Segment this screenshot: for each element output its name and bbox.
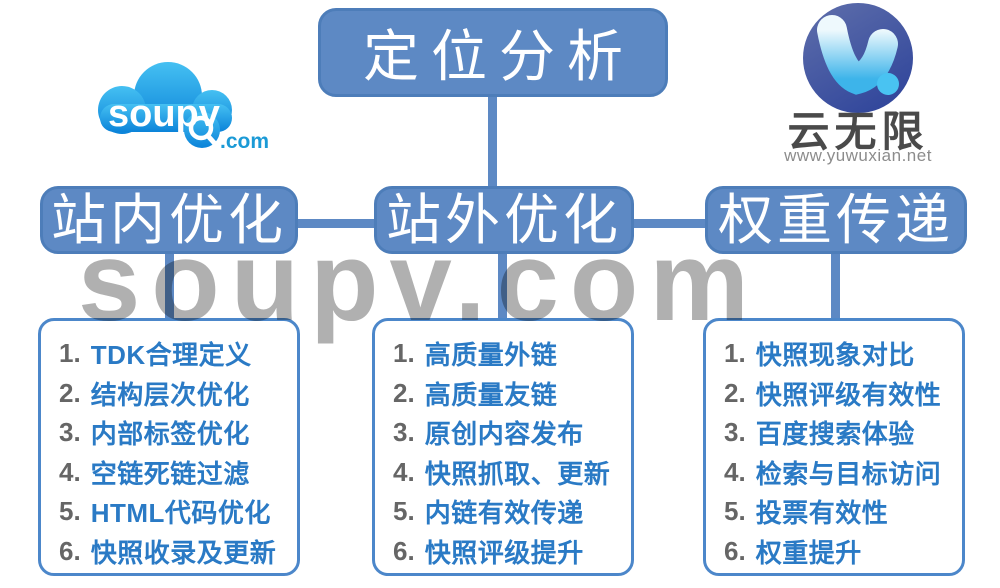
branch-node-onsite-optimization: 站内优化 [40,186,298,254]
branch-node-label: 权重传递 [717,189,954,251]
item-number: 4. [393,456,415,487]
magnifier-icon [188,115,220,149]
soupv-logo-tld: .com [220,130,269,153]
list-item: 2. 快照评级有效性 [724,374,956,414]
item-text: HTML代码优化 [90,498,271,529]
item-number: 3. [393,417,415,448]
item-text: 百度搜索体验 [755,419,915,450]
list-box-weight-transfer: 1. 快照现象对比 2. 快照评级有效性 3. 百度搜索体验 4. 检索与目标访问 5.… [703,318,965,576]
item-number: 1. [393,338,415,369]
list-item: 2. 高质量友链 [393,374,625,414]
list-item: 3. 内部标签优化 [59,413,291,453]
item-text: 高质量外链 [424,340,558,371]
item-text: 高质量友链 [424,379,558,410]
root-node-label: 定位分析 [363,25,635,88]
connector-branch2-branch3 [632,219,707,228]
item-text: 快照收录及更新 [90,537,277,568]
list-item: 1. 快照现象对比 [724,334,956,374]
list-box-onsite-optimization: 1. TDK合理定义 2. 结构层次优化 3. 内部标签优化 4. 空链死链过滤 5. H… [38,318,300,576]
connector-branch1-branch2 [296,219,376,228]
item-text: 权重提升 [755,537,862,568]
item-text: 内部标签优化 [90,419,250,450]
list-item: 3. 原创内容发布 [393,413,625,453]
list-item: 6. 快照收录及更新 [59,532,291,572]
yuwuxian-badge-icon [803,3,913,113]
list-item: 6. 权重提升 [724,532,956,572]
item-number: 5. [724,496,746,527]
branch-node-weight-transfer: 权重传递 [705,186,967,254]
item-number: 3. [59,417,81,448]
list-item: 1. 高质量外链 [393,334,625,374]
item-list: 1. TDK合理定义 2. 结构层次优化 3. 内部标签优化 4. 空链死链过滤 5. H… [41,321,297,579]
yuwuxian-logo-title: 云无限 [787,108,929,155]
item-number: 5. [393,496,415,527]
list-box-offsite-optimization: 1. 高质量外链 2. 高质量友链 3. 原创内容发布 4. 快照抓取、更新 5. 内链有… [372,318,634,576]
item-number: 4. [724,456,746,487]
item-text: 原创内容发布 [424,419,584,450]
item-text: 结构层次优化 [90,379,250,410]
list-item: 4. 快照抓取、更新 [393,453,625,493]
yuwuxian-logo: 云无限 www.yuwuxian.net [758,0,993,170]
item-text: 快照抓取、更新 [424,458,611,489]
connector-branch1-list [165,252,174,320]
item-number: 2. [724,377,746,408]
root-node-positioning-analysis: 定位分析 [318,8,668,97]
item-text: TDK合理定义 [90,340,252,371]
yuwuxian-logo-url: www.yuwuxian.net [784,146,932,165]
branch-node-label: 站内优化 [50,189,287,251]
item-number: 3. [724,417,746,448]
item-text: 内链有效传递 [424,498,584,529]
item-number: 6. [393,535,415,566]
item-list: 1. 高质量外链 2. 高质量友链 3. 原创内容发布 4. 快照抓取、更新 5. 内链有… [375,321,631,579]
item-number: 2. [59,377,81,408]
list-item: 2. 结构层次优化 [59,374,291,414]
item-text: 检索与目标访问 [755,458,942,489]
item-text: 投票有效性 [755,498,889,529]
item-number: 4. [59,456,81,487]
item-text: 空链死链过滤 [90,458,250,489]
item-text: 快照评级提升 [424,537,584,568]
list-item: 4. 检索与目标访问 [724,453,956,493]
soupv-cloud-icon: soupv .com [98,62,269,153]
list-item: 3. 百度搜索体验 [724,413,956,453]
list-item: 6. 快照评级提升 [393,532,625,572]
connector-branch3-list [831,252,840,320]
soupv-logo-text: soupv [108,93,220,135]
item-number: 2. [393,377,415,408]
connector-branch2-list [498,252,507,320]
list-item: 5. 投票有效性 [724,492,956,532]
item-number: 6. [724,535,746,566]
item-number: 6. [59,535,81,566]
item-number: 5. [59,496,81,527]
item-number: 1. [724,338,746,369]
list-item: 1. TDK合理定义 [59,334,291,374]
item-list: 1. 快照现象对比 2. 快照评级有效性 3. 百度搜索体验 4. 检索与目标访问 5.… [706,321,962,579]
list-item: 5. HTML代码优化 [59,492,291,532]
item-number: 1. [59,338,81,369]
branch-node-label: 站外优化 [385,189,622,251]
branch-node-offsite-optimization: 站外优化 [374,186,634,254]
connector-root-vertical [488,95,497,192]
list-item: 5. 内链有效传递 [393,492,625,532]
soupv-logo: soupv .com [80,58,270,153]
item-text: 快照评级有效性 [755,379,942,410]
item-text: 快照现象对比 [755,340,915,371]
list-item: 4. 空链死链过滤 [59,453,291,493]
